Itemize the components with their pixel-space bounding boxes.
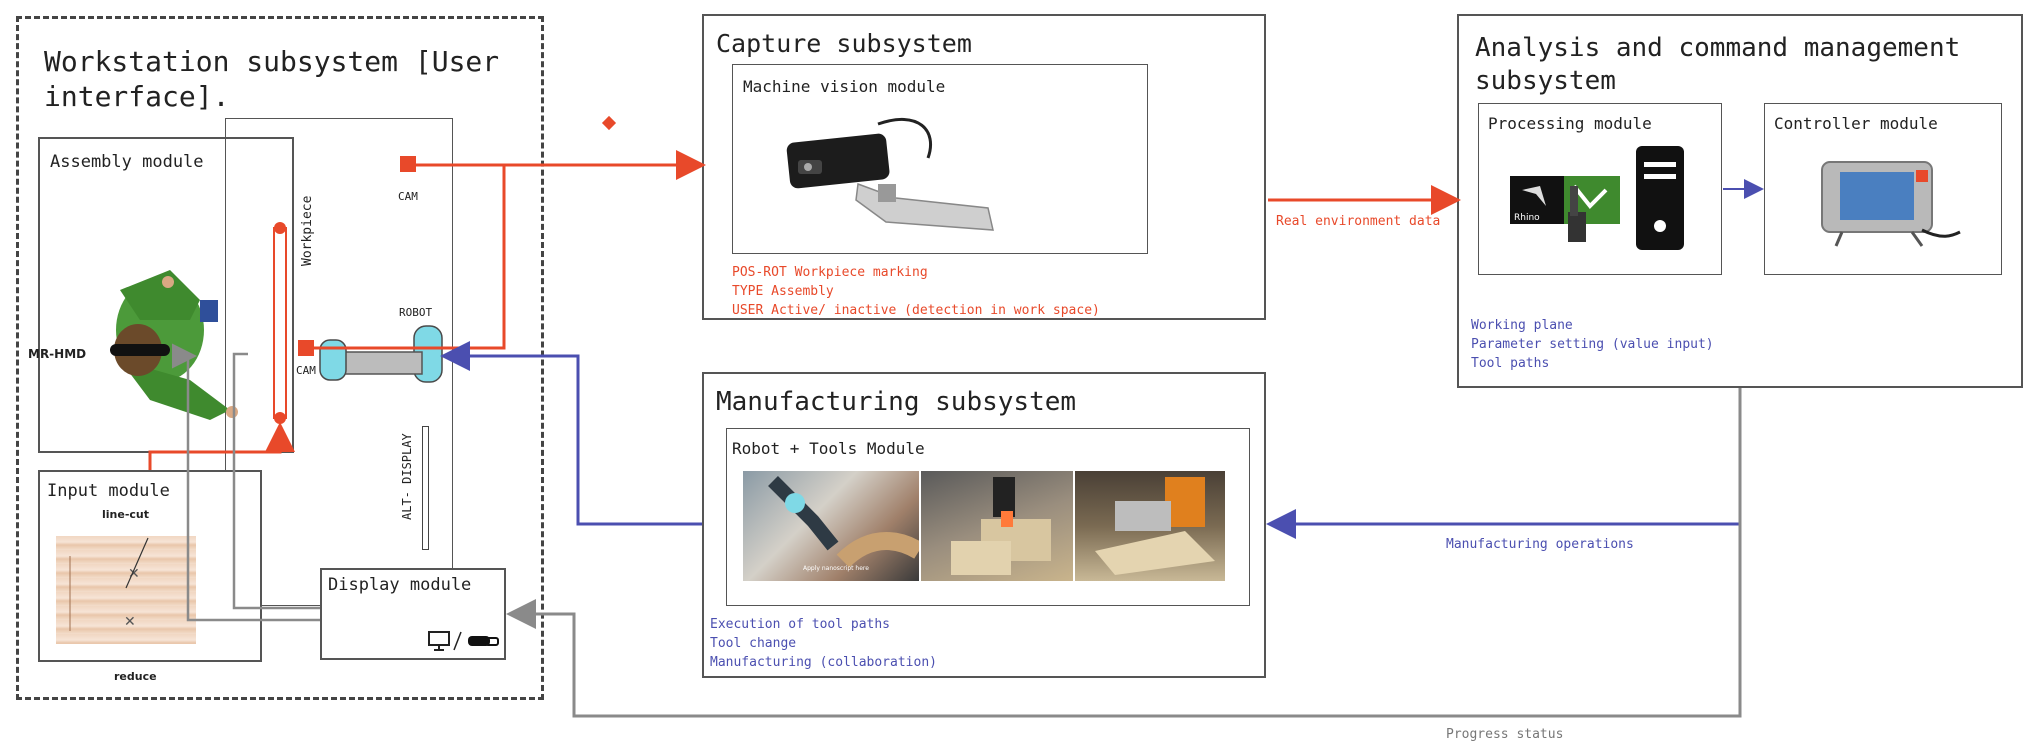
progress-status-arrow bbox=[506, 388, 1742, 718]
cam-left-marker bbox=[298, 340, 314, 356]
machine-vision-module-label: Machine vision module bbox=[743, 77, 946, 96]
camera-image bbox=[778, 110, 1018, 244]
progress-status-label: Progress status bbox=[1446, 727, 1564, 742]
hmd-to-display-line bbox=[232, 352, 320, 610]
capture-subsystem-title: Capture subsystem bbox=[716, 29, 972, 58]
robot-label: ROBOT bbox=[399, 306, 433, 319]
mr-hmd-label: MR-HMD bbox=[28, 347, 87, 361]
cam-left-label: CAM bbox=[296, 364, 316, 377]
wood-input-image: ✕ ✕ bbox=[56, 536, 196, 644]
robot-photo-3 bbox=[1075, 471, 1225, 581]
display-to-hmd-arrow bbox=[172, 343, 320, 622]
reduce-label: reduce bbox=[114, 670, 157, 683]
svg-text:✕: ✕ bbox=[128, 566, 140, 582]
controller-module-label: Controller module bbox=[1774, 114, 1938, 133]
capture-line-2: TYPE Assembly bbox=[732, 284, 834, 299]
assembly-module-label: Assembly module bbox=[50, 152, 204, 172]
photo-caption: Apply nanoscript here bbox=[803, 565, 869, 572]
operator-figure bbox=[110, 270, 238, 420]
manufacturing-line-2: Tool change bbox=[710, 636, 797, 651]
robot-tools-module-label: Robot + Tools Module bbox=[732, 439, 925, 458]
alt-display-bar bbox=[422, 426, 429, 550]
vr-headset-icon bbox=[466, 633, 500, 653]
workpiece-rail bbox=[273, 222, 287, 424]
robot-photo-2 bbox=[921, 471, 1073, 581]
svg-text:✕: ✕ bbox=[124, 614, 136, 630]
processing-software-icons: Rhino bbox=[1510, 146, 1710, 260]
manufacturing-line-3: Manufacturing (collaboration) bbox=[710, 655, 937, 670]
cam-top-label: CAM bbox=[398, 190, 418, 203]
input-module-label: Input module bbox=[47, 481, 170, 501]
analysis-line-2: Parameter setting (value input) bbox=[1471, 337, 1714, 352]
manufacturing-to-robot-arrow bbox=[440, 341, 702, 526]
robot-photo-1: Apply nanoscript here bbox=[743, 471, 919, 581]
line-cut-label: line-cut bbox=[102, 508, 150, 521]
controller-module-box bbox=[1764, 103, 2002, 275]
cam-top-marker bbox=[400, 156, 416, 172]
manufacturing-ops-arrow bbox=[1266, 388, 1742, 539]
analysis-line-3: Tool paths bbox=[1471, 356, 1550, 371]
cam-feed-line bbox=[314, 165, 506, 350]
red-diamond bbox=[601, 115, 617, 131]
analysis-subsystem-title: Analysis and command management subsyste… bbox=[1475, 33, 1961, 96]
robot-arm bbox=[319, 325, 443, 383]
manufacturing-line-1: Execution of tool paths bbox=[710, 617, 891, 632]
monitor-icon bbox=[428, 630, 498, 656]
manufacturing-subsystem-title: Manufacturing subsystem bbox=[716, 387, 1077, 417]
display-module-label: Display module bbox=[328, 575, 472, 595]
input-to-workpiece-arrow bbox=[148, 422, 295, 470]
controller-pendant-image bbox=[1812, 160, 1962, 254]
capture-line-1: POS-ROT Workpiece marking bbox=[732, 265, 928, 280]
rhino-label: Rhino bbox=[1514, 213, 1540, 223]
workstation-subsystem-container bbox=[16, 16, 544, 700]
manufacturing-operations-label: Manufacturing operations bbox=[1446, 537, 1634, 552]
capture-line-3: USER Active/ inactive (detection in work… bbox=[732, 303, 1100, 318]
workstation-subsystem-title: Workstation subsystem [User interface]. bbox=[44, 45, 500, 113]
analysis-line-1: Working plane bbox=[1471, 318, 1573, 333]
processing-module-label: Processing module bbox=[1488, 114, 1652, 133]
real-environment-data-label: Real environment data bbox=[1276, 214, 1441, 229]
